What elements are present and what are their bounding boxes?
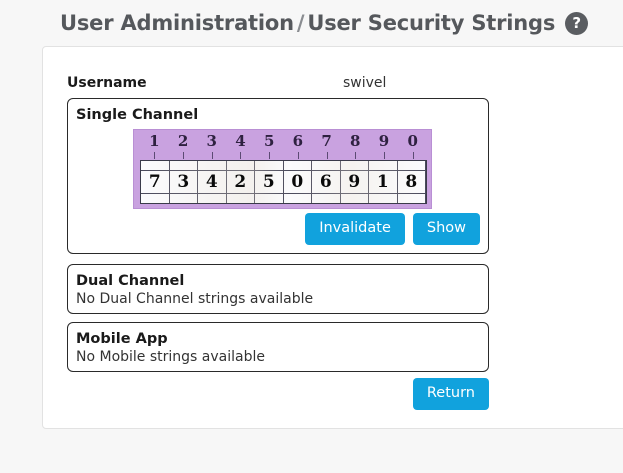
security-string-digit: 1	[376, 171, 389, 192]
security-string-header-cell: 6	[284, 133, 313, 159]
security-string-digit-cell: 7	[141, 161, 170, 203]
panel-dual-channel-message: No Dual Channel strings available	[76, 291, 314, 307]
security-string-digit-cell: 0	[284, 161, 312, 203]
panel-mobile-app-title: Mobile App	[76, 331, 168, 347]
security-string-digit-cell: 8	[398, 161, 426, 203]
single-channel-actions: Invalidate Show	[305, 213, 480, 245]
breadcrumb-separator: /	[296, 11, 305, 35]
footer-actions: Return	[67, 378, 489, 410]
security-string-header-cell: 8	[341, 133, 370, 159]
security-string-digit: 9	[348, 171, 361, 192]
content-card: Username swivel Single Channel 1 2 3 4 5…	[42, 46, 623, 429]
username-row: Username swivel	[67, 75, 491, 91]
security-string-digit-cell: 1	[369, 161, 398, 203]
security-string-digit: 2	[234, 171, 247, 192]
security-string-image: 1 2 3 4 5 6 7 8 9 0 7 3 4 2 5 0 6 9 1	[133, 129, 432, 209]
return-button[interactable]: Return	[412, 378, 489, 410]
security-string-header-cell: 3	[197, 133, 226, 159]
breadcrumb-parent: User Administration	[60, 11, 294, 35]
security-string-digit-cell: 2	[227, 161, 255, 203]
panel-dual-channel: Dual Channel No Dual Channel strings ava…	[67, 264, 489, 314]
security-string-digit: 8	[405, 171, 418, 192]
invalidate-button[interactable]: Invalidate	[305, 213, 405, 245]
panel-mobile-app-message: No Mobile strings available	[76, 349, 265, 365]
show-button[interactable]: Show	[412, 213, 480, 245]
security-string-header-cell: 4	[226, 133, 255, 159]
security-string-digit: 0	[291, 171, 304, 192]
page-header: User Administration/User Security String…	[0, 0, 623, 46]
security-string-header-cell: 9	[370, 133, 399, 159]
security-string-header-cell: 1	[140, 133, 169, 159]
security-string-header-cell: 7	[312, 133, 341, 159]
help-icon[interactable]: ?	[565, 11, 589, 35]
security-string-header-row: 1 2 3 4 5 6 7 8 9 0	[140, 133, 427, 159]
security-string-header-cell: 2	[169, 133, 198, 159]
username-label: Username	[67, 75, 147, 91]
panel-dual-channel-title: Dual Channel	[76, 273, 185, 289]
security-string-header-cell: 5	[255, 133, 284, 159]
security-string-header-cell: 0	[398, 133, 427, 159]
panel-mobile-app: Mobile App No Mobile strings available	[67, 322, 489, 372]
username-value: swivel	[343, 75, 387, 91]
security-string-digit: 4	[205, 171, 218, 192]
security-string-digit-cell: 5	[255, 161, 284, 203]
security-string-digit: 5	[262, 171, 275, 192]
security-string-digit-cell: 3	[170, 161, 198, 203]
security-string-digit: 7	[148, 171, 161, 192]
panel-single-channel: Single Channel 1 2 3 4 5 6 7 8 9 0 7 3 4…	[67, 98, 489, 254]
security-string-digit: 6	[319, 171, 332, 192]
page-title: User Administration/User Security String…	[60, 11, 555, 35]
security-string-digit-cell: 9	[341, 161, 369, 203]
panel-single-channel-title: Single Channel	[76, 107, 199, 123]
security-string-digit: 3	[177, 171, 190, 192]
security-string-digit-row: 7 3 4 2 5 0 6 9 1 8	[140, 160, 427, 204]
security-string-digit-cell: 4	[198, 161, 227, 203]
breadcrumb-current: User Security Strings	[307, 11, 556, 35]
security-string-digit-cell: 6	[312, 161, 341, 203]
